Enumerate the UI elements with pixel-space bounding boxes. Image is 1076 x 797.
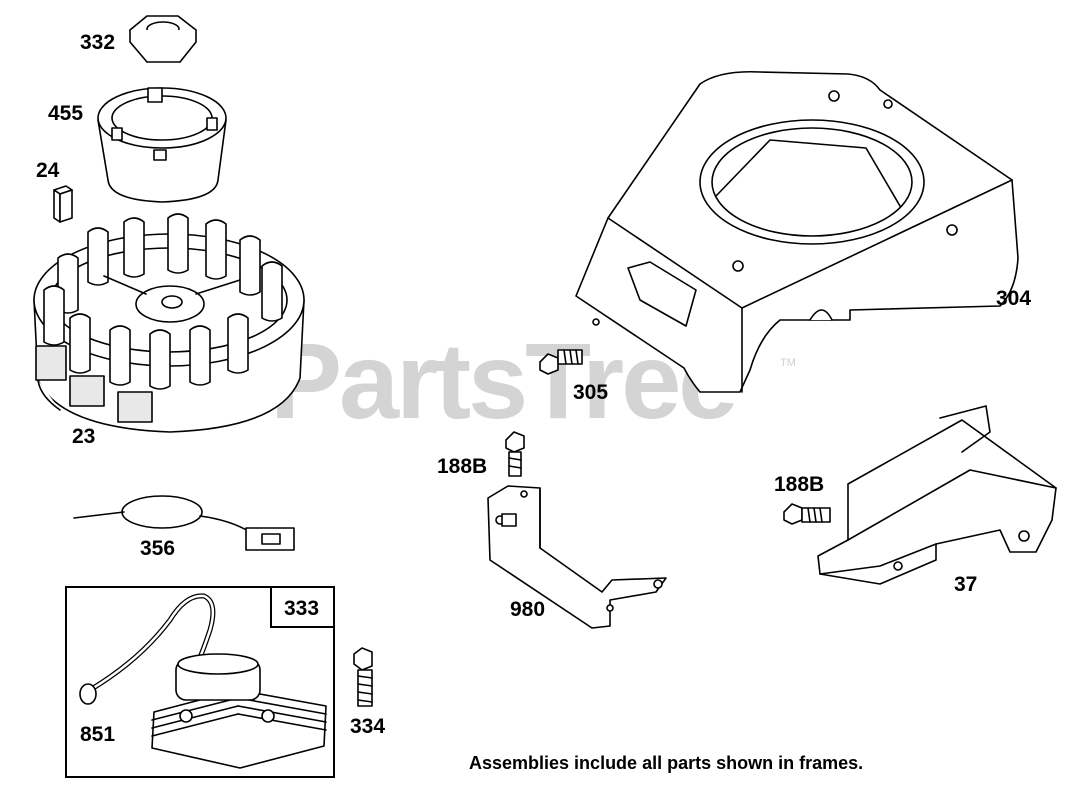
watermark-trademark: TM [780,357,796,369]
label-333: 333 [284,597,320,620]
label-304: 304 [996,287,1032,310]
bolt-305 [539,349,583,375]
starter-cup-455 [97,87,227,203]
blower-housing-304 [575,70,1019,393]
bolt-188b-left [505,431,525,477]
label-980: 980 [510,598,546,621]
label-188b-right: 188B [774,473,825,496]
label-37: 37 [954,573,978,596]
assembly-frame-label-box [270,586,335,628]
bracket-980 [487,485,667,629]
key-24 [53,185,73,223]
flywheel-23 [33,213,305,433]
label-305: 305 [573,381,609,404]
label-851: 851 [80,723,116,746]
armature-333 [79,593,327,769]
bolt-188b-right [783,503,831,525]
label-455: 455 [48,102,84,125]
assembly-frame [65,586,335,778]
label-334: 334 [350,715,386,738]
label-332: 332 [80,31,116,54]
screw-334 [353,647,373,707]
label-24: 24 [36,159,60,182]
label-356: 356 [140,537,176,560]
bracket-37 [817,405,1057,585]
hex-nut-332 [129,15,197,63]
ground-wire-356 [73,495,295,551]
label-23: 23 [72,425,96,448]
assembly-footnote: Assemblies include all parts shown in fr… [469,753,864,773]
label-188b-left: 188B [437,455,488,478]
